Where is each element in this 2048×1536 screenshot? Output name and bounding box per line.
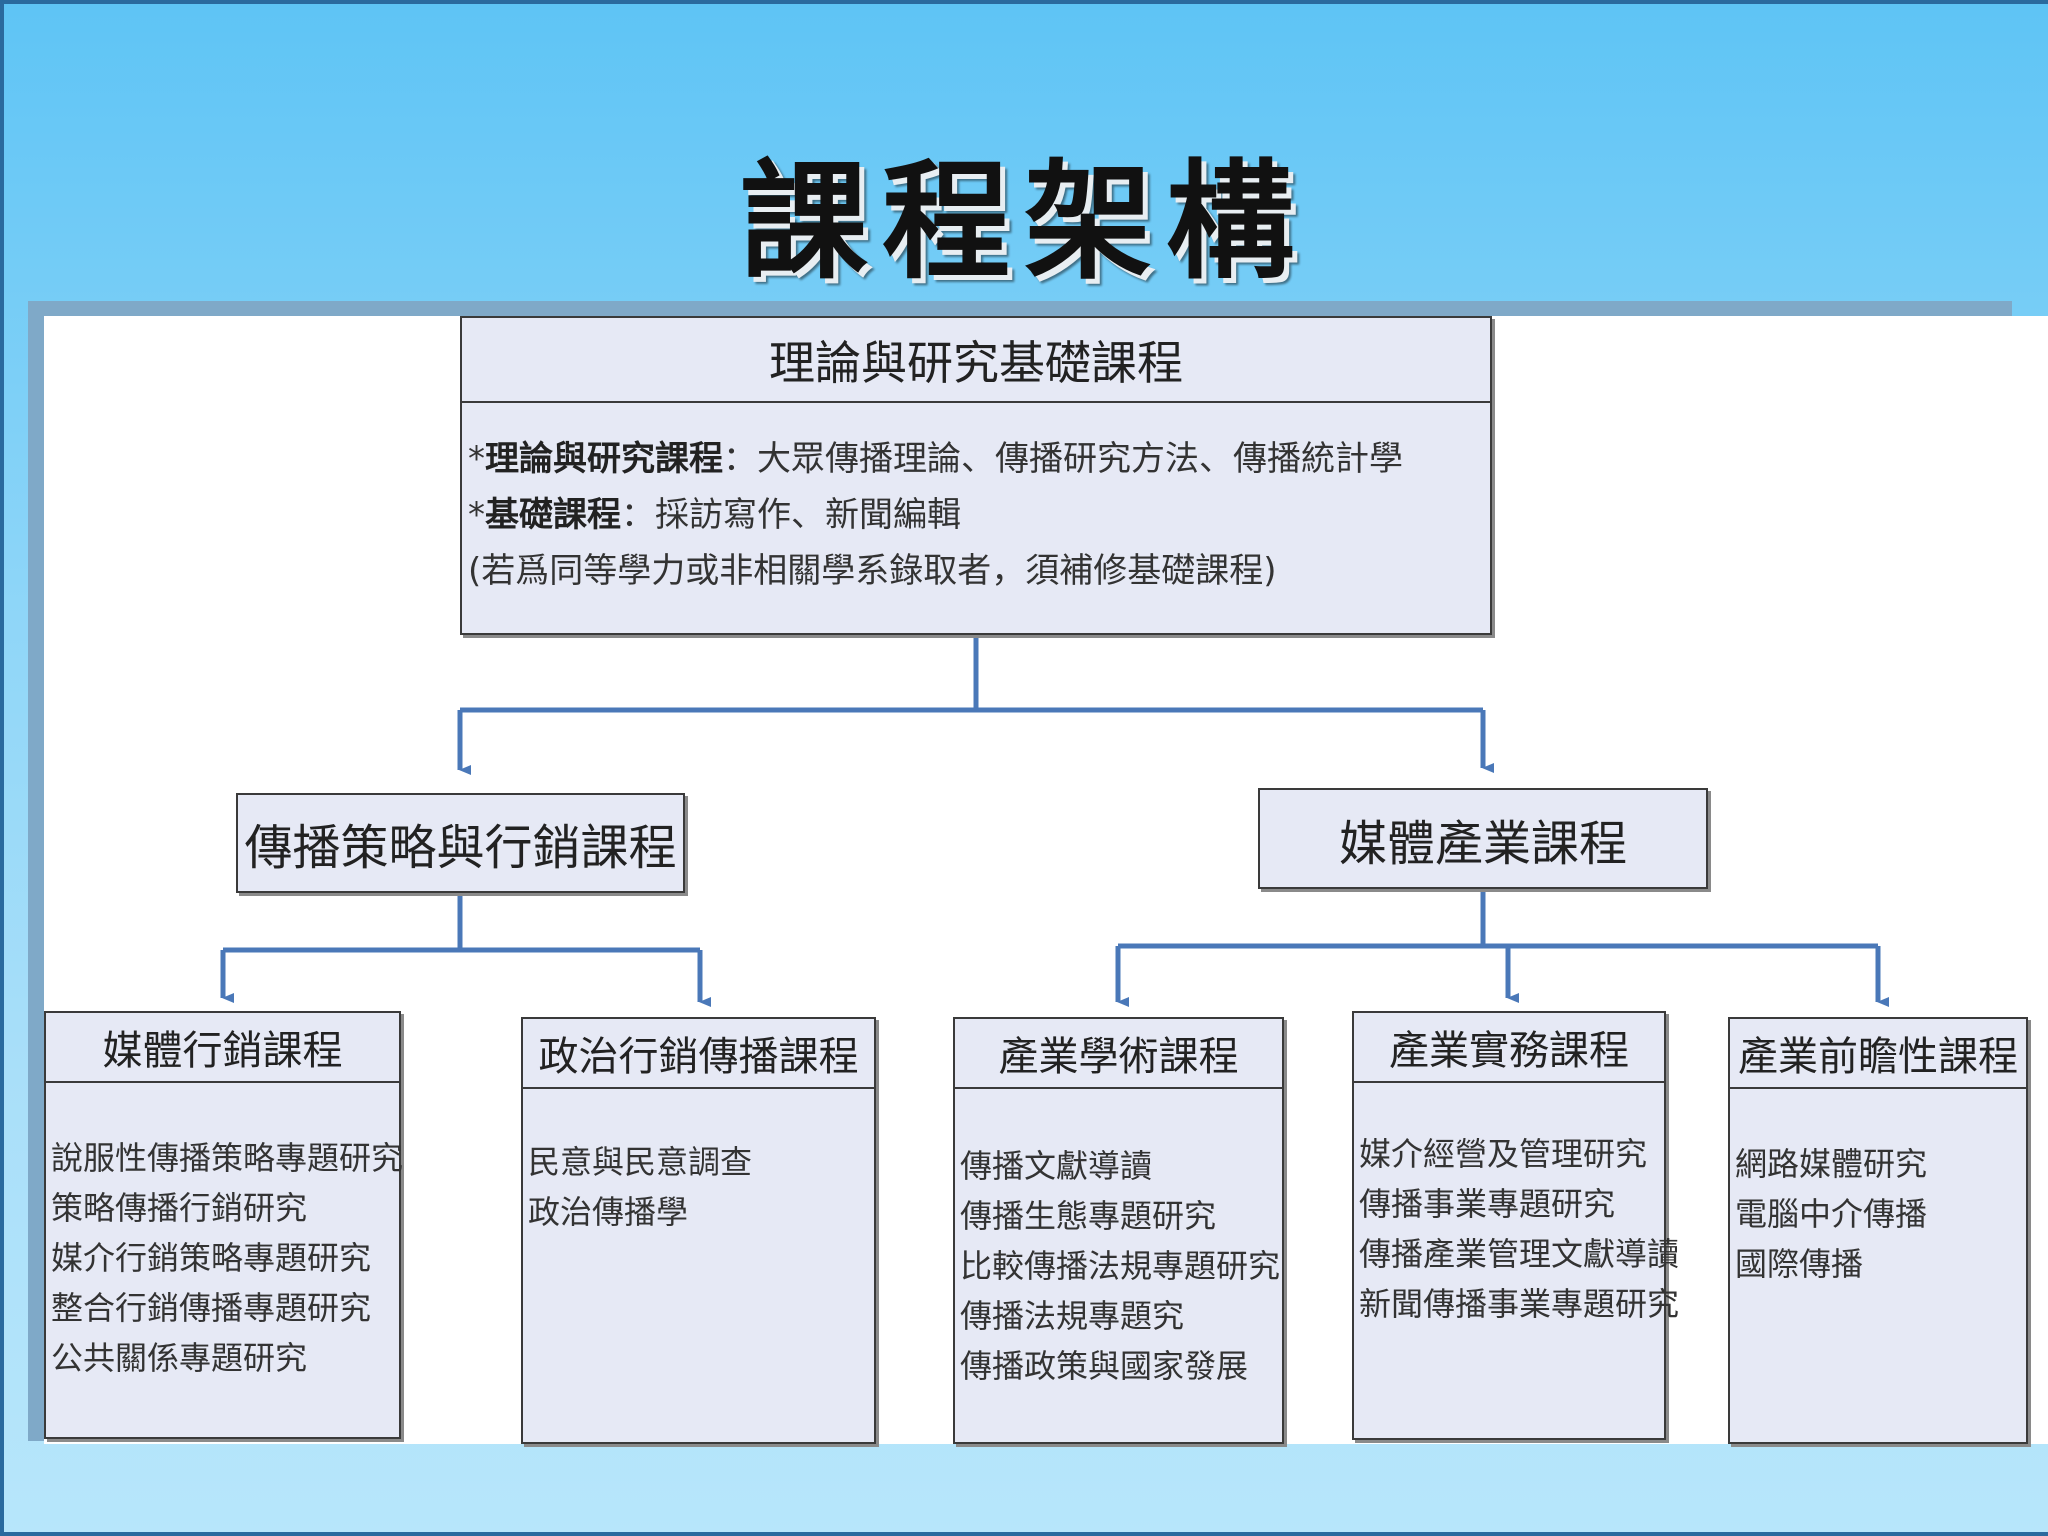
root-line-1: *理論與研究課程：大眾傳播理論、傳播研究方法、傳播統計學	[468, 439, 1403, 479]
root-box-header: 理論與研究基礎課程	[462, 318, 1490, 403]
course-item: 媒介經營及管理研究	[1359, 1135, 1648, 1173]
course-list: 媒介經營及管理研究 傳播事業專題研究 傳播產業管理文獻導讀 新聞傳播事業專題研究	[1354, 1083, 1680, 1438]
course-item: 傳播產業管理文獻導讀	[1359, 1235, 1680, 1273]
course-item: 傳播法規專題究	[960, 1297, 1185, 1335]
course-item: 整合行銷傳播專題研究	[51, 1289, 372, 1327]
course-list: 傳播文獻導讀 傳播生態專題研究 比較傳播法規專題研究 傳播法規專題究 傳播政策與…	[955, 1089, 1282, 1442]
course-item: 說服性傳播策略專題研究	[51, 1139, 404, 1177]
course-item: 傳播事業專題研究	[1359, 1185, 1616, 1223]
course-item: 電腦中介傳播	[1735, 1195, 1928, 1233]
frame-edge-bottom	[0, 1532, 2048, 1536]
course-header: 產業學術課程	[955, 1019, 1282, 1089]
course-item: 傳播政策與國家發展	[960, 1347, 1249, 1385]
course-box-media-marketing: 媒體行銷課程 說服性傳播策略專題研究 策略傳播行銷研究 媒介行銷策略專題研究 整…	[44, 1011, 404, 1439]
course-item: 政治傳播學	[528, 1193, 689, 1231]
branch-box-media-industry: 媒體產業課程	[1258, 788, 1708, 889]
course-item: 網路媒體研究	[1735, 1145, 1928, 1183]
course-item: 民意與民意調查	[528, 1143, 753, 1181]
slide-title: 課程架構	[739, 148, 1308, 297]
course-item: 比較傳播法規專題研究	[960, 1247, 1281, 1285]
frame-edge-top	[0, 0, 2048, 4]
course-item: 傳播文獻導讀	[960, 1147, 1153, 1185]
course-box-political-marketing: 政治行銷傳播課程 民意與民意調查 政治傳播學	[521, 1017, 876, 1444]
course-item: 國際傳播	[1735, 1245, 1864, 1283]
course-header: 產業前瞻性課程	[1730, 1019, 2026, 1089]
course-item: 策略傳播行銷研究	[51, 1189, 308, 1227]
frame-edge-left	[0, 0, 4, 1536]
root-line-2: *基礎課程：採訪寫作、新聞編輯	[468, 495, 961, 535]
course-list: 說服性傳播策略專題研究 策略傳播行銷研究 媒介行銷策略專題研究 整合行銷傳播專題…	[46, 1083, 404, 1437]
root-line-3: (若爲同等學力或非相關學系錄取者，須補修基礎課程)	[468, 551, 1277, 591]
course-header: 產業實務課程	[1354, 1013, 1664, 1083]
course-list: 網路媒體研究 電腦中介傳播 國際傳播	[1730, 1089, 2026, 1442]
course-item: 媒介行銷策略專題研究	[51, 1239, 372, 1277]
course-list: 民意與民意調查 政治傳播學	[523, 1089, 874, 1442]
course-item: 新聞傳播事業專題研究	[1359, 1285, 1680, 1323]
course-header: 政治行銷傳播課程	[523, 1019, 874, 1089]
root-box: 理論與研究基礎課程 *理論與研究課程：大眾傳播理論、傳播研究方法、傳播統計學 *…	[460, 316, 1492, 635]
course-header: 媒體行銷課程	[46, 1013, 399, 1083]
course-box-industry-practice: 產業實務課程 媒介經營及管理研究 傳播事業專題研究 傳播產業管理文獻導讀 新聞傳…	[1352, 1011, 1680, 1440]
course-box-industry-academic: 產業學術課程 傳播文獻導讀 傳播生態專題研究 比較傳播法規專題研究 傳播法規專題…	[953, 1017, 1284, 1444]
course-box-industry-foresight: 產業前瞻性課程 網路媒體研究 電腦中介傳播 國際傳播	[1728, 1017, 2028, 1444]
course-item: 公共關係專題研究	[51, 1339, 308, 1377]
course-item: 傳播生態專題研究	[960, 1197, 1217, 1235]
root-box-body: *理論與研究課程：大眾傳播理論、傳播研究方法、傳播統計學 *基礎課程：採訪寫作、…	[462, 403, 1490, 633]
branch-box-strategy-marketing: 傳播策略與行銷課程	[236, 793, 685, 893]
